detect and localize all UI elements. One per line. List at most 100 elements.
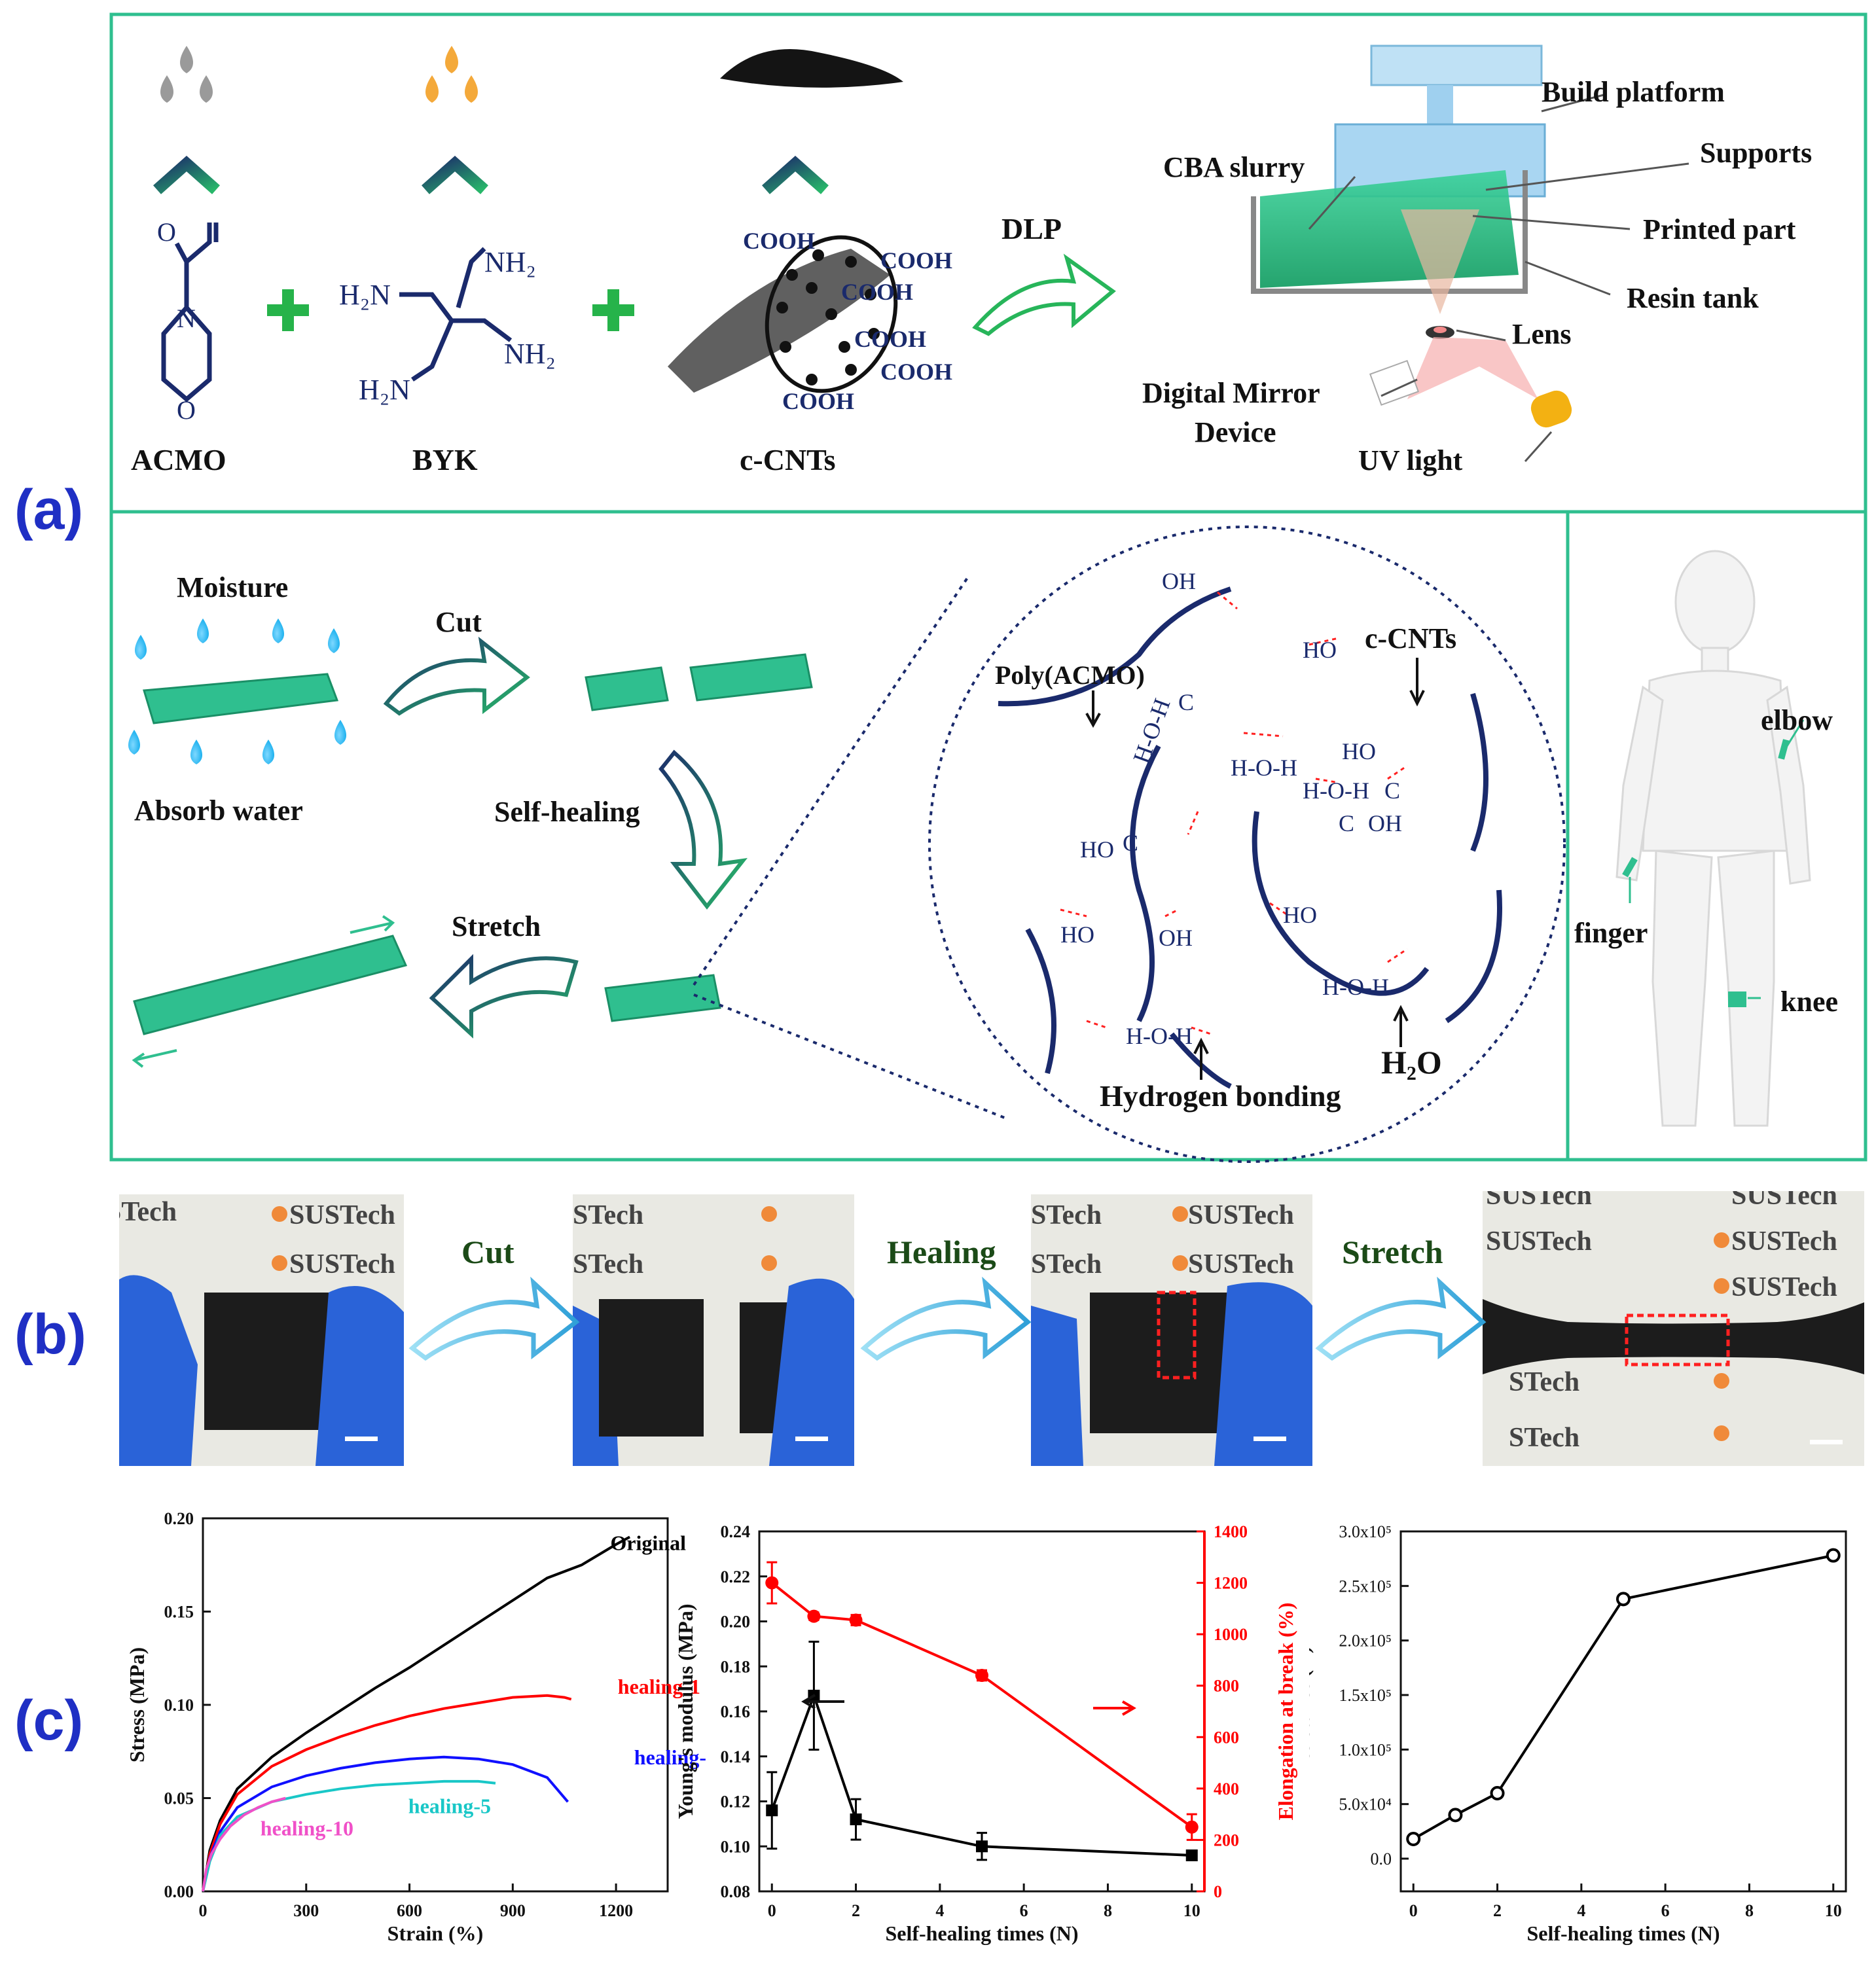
self-healing-arrow-icon: [658, 749, 748, 910]
data-point-circle: [1826, 1548, 1841, 1563]
svg-text:SUSTech: SUSTech: [1731, 1272, 1837, 1302]
label-elbow: elbow: [1761, 704, 1833, 736]
svg-text:SUSTech: SUSTech: [289, 1200, 395, 1230]
polymer-network: [998, 586, 1502, 1089]
panel-label-c: (c): [14, 1689, 84, 1752]
component-acmo: ACMO: [131, 443, 226, 476]
y-axis-label: Resistance (Ω): [1309, 1647, 1314, 1777]
cooh-label-4: COOH: [854, 326, 926, 352]
x-tick-label: 1200: [599, 1901, 633, 1920]
bond-oh-3: OH: [1162, 568, 1196, 594]
label-moisture: Moisture: [177, 571, 288, 603]
byk-nh2-top: NH₂: [484, 246, 536, 278]
plot-frame: [1399, 1530, 1847, 1893]
body-pointer-lines: [1629, 719, 1805, 999]
y-tick-label: 1.0x10⁵: [1339, 1740, 1392, 1759]
component-ccnts: c-CNTs: [740, 443, 836, 476]
bond-ho-1: HO: [1080, 836, 1114, 863]
y-tick-label: 0.16: [721, 1702, 751, 1721]
svg-text:STech: STech: [1509, 1367, 1579, 1397]
y-right-tick-label: 1200: [1214, 1574, 1248, 1593]
stretched-healed-region-marker: [1625, 1313, 1730, 1366]
data-point-circle: [1490, 1786, 1505, 1800]
bond-hoh-3: H-O-H: [1303, 777, 1369, 804]
c-cnts-arrow: [1409, 658, 1425, 707]
y-tick-label: 0.22: [721, 1567, 751, 1586]
label-resin-tank: Resin tank: [1627, 282, 1759, 314]
x-tick-label: 6: [1020, 1901, 1028, 1920]
x-tick-label: 10: [1825, 1901, 1842, 1920]
svg-text:STech: STech: [1031, 1249, 1102, 1279]
bond-hoh-4: H-O-H: [1126, 1023, 1193, 1049]
x-tick-label: 4: [935, 1901, 944, 1920]
water-droplets-icon: [128, 618, 346, 764]
hydrogel-slab-1: [143, 673, 339, 724]
h2o-arrow: [1393, 1005, 1409, 1047]
y-right-tick-label: 200: [1214, 1830, 1239, 1849]
label-finger: finger: [1574, 917, 1648, 949]
svg-text:STech: STech: [119, 1197, 177, 1227]
series-line-healing-2: [202, 1755, 569, 1892]
x-tick-label: 4: [1577, 1901, 1585, 1920]
plus-icon: [267, 289, 634, 331]
hydrogel-slab-stretched: [133, 935, 408, 1035]
hydrogel-slab-cut-a: [585, 666, 669, 711]
hydrogel-slab-cut-b: [689, 653, 813, 702]
series-line-healing-1: [202, 1694, 572, 1892]
x-tick-label: 600: [397, 1901, 422, 1920]
y-right-tick-label: 1400: [1214, 1522, 1248, 1541]
y-right-tick-label: 600: [1214, 1728, 1239, 1747]
svg-text:STech: STech: [573, 1249, 643, 1279]
label-build-platform: Build platform: [1542, 76, 1725, 108]
cut-step-arrow-icon: [408, 1276, 580, 1361]
y-right-tick-label: 0: [1214, 1882, 1222, 1901]
healing-step-arrow-icon: [860, 1276, 1032, 1361]
y-tick-label: 1.5x10⁵: [1339, 1686, 1392, 1705]
svg-text:STech: STech: [573, 1200, 643, 1230]
photo-stretch: SUSTech SUSTech SUSTech SUSTech SUSTech …: [1483, 1191, 1864, 1466]
y-tick-label: 5.0x10⁴: [1339, 1795, 1392, 1814]
svg-text:SUSTech: SUSTech: [1731, 1226, 1837, 1257]
y-tick-label: 0.18: [721, 1657, 751, 1676]
y-right-tick-label: 800: [1214, 1677, 1239, 1696]
stretch-arrow-icon: [429, 954, 579, 1039]
x-axis-label: Self-healing times (N): [885, 1921, 1078, 1945]
x-tick-label: 10: [1183, 1901, 1200, 1920]
cooh-label-6: COOH: [782, 388, 854, 414]
y-right-tick-label: 400: [1214, 1779, 1239, 1798]
y-tick-label: 0.00: [164, 1882, 194, 1901]
dlp-label: DLP: [1001, 212, 1062, 245]
stretch-step-arrow-icon: [1315, 1276, 1487, 1361]
data-point-circle: [1448, 1808, 1463, 1823]
y-tick-label: 0.0: [1371, 1849, 1392, 1868]
step-label-stretch: Stretch: [1342, 1234, 1443, 1270]
y-tick-label: 0.15: [164, 1603, 194, 1622]
cooh-label-1: COOH: [743, 228, 815, 254]
data-point-circle: [765, 1576, 779, 1590]
x-tick-label: 0: [1409, 1901, 1418, 1920]
cooh-label-3: COOH: [841, 279, 913, 305]
label-absorb-water: Absorb water: [134, 795, 303, 827]
bond-ho-4: HO: [1342, 738, 1376, 764]
x-axis-label: Self-healing times (N): [1526, 1921, 1720, 1945]
svg-text:SUSTech: SUSTech: [1731, 1191, 1837, 1211]
poly-acmo-arrow: [1085, 690, 1101, 728]
x-tick-label: 8: [1104, 1901, 1112, 1920]
x-tick-label: 6: [1661, 1901, 1670, 1920]
series-label-healing-5: healing-5: [408, 1794, 491, 1817]
label-hydrogen-bonding: Hydrogen bonding: [1100, 1079, 1341, 1113]
data-point-square: [976, 1840, 988, 1853]
label-cba-slurry: CBA slurry: [1163, 151, 1305, 183]
byk-nh2-right: NH₂: [504, 338, 556, 370]
photo-cut: STech STech: [573, 1194, 854, 1466]
y-tick-label: 0.24: [721, 1522, 751, 1541]
photo-healing: STech SUSTech STech SUSTech: [1031, 1194, 1312, 1466]
label-self-healing: Self-healing: [494, 796, 640, 828]
acmo-n: N: [177, 304, 196, 333]
dlp-printer-illustration: [1251, 45, 1572, 428]
panel-label-b: (b): [14, 1303, 86, 1366]
bond-oh-1: OH: [1368, 810, 1402, 836]
bond-c-1: C: [1178, 689, 1194, 715]
svg-text:STech: STech: [1031, 1200, 1102, 1230]
